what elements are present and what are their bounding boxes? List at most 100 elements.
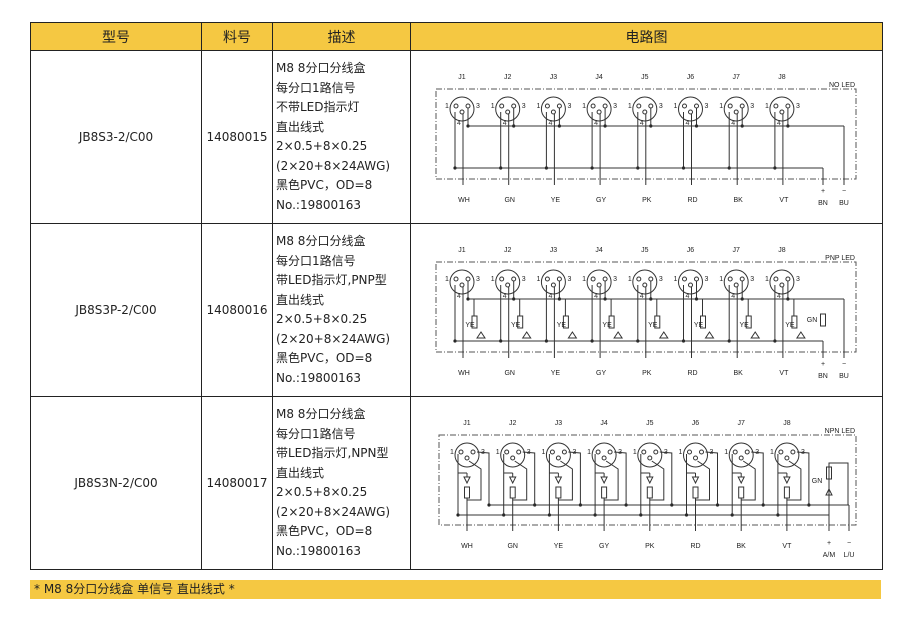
port-label: J1: [458, 247, 466, 254]
description-line: 直出线式: [276, 119, 325, 134]
pin-3-label: 3: [750, 276, 754, 283]
table-row: JB8S3N-2/C00 14080017 M8 8分口分线盒每分口1路信号带L…: [30, 396, 883, 570]
description-line: 黑色PVC，OD=8: [276, 524, 373, 538]
port-label: J4: [595, 247, 603, 254]
connector-icon: [723, 269, 749, 295]
wire-color-label: YE: [551, 197, 561, 204]
pin-4-label: 4: [548, 293, 552, 300]
led-label: YE: [740, 322, 750, 329]
pin-3-label: 3: [659, 103, 663, 110]
description-line: (2×20+8×24AWG): [276, 331, 391, 346]
connector-icon: [678, 96, 703, 122]
pin-3-label: 3: [567, 103, 571, 110]
connector-icon: [591, 442, 617, 468]
led-icon: [554, 476, 563, 485]
pin-1-label: 1: [719, 103, 723, 110]
description-line: (2×20+8×24AWG): [276, 158, 391, 173]
pin-1-label: 1: [674, 103, 678, 110]
port-label: J1: [458, 74, 466, 81]
port-label: J6: [692, 420, 700, 427]
connector-icon: [500, 442, 526, 468]
diagram-label: PNP LED: [825, 255, 855, 262]
description-line: 直出线式: [276, 292, 325, 307]
power-sign: −: [842, 188, 846, 195]
port-label: J2: [509, 420, 517, 427]
description-line: (2×20+8×24AWG): [276, 504, 391, 519]
description-line: 每分口1路信号: [276, 426, 356, 441]
pin-1-label: 1: [587, 449, 591, 456]
power-wire-label: BN: [818, 373, 828, 380]
power-wire-label: L/U: [844, 552, 855, 559]
power-sign: −: [847, 540, 851, 547]
pin-1-label: 1: [674, 276, 678, 283]
pin-1-label: 1: [765, 276, 769, 283]
description-line: M8 8分口分线盒: [276, 234, 366, 248]
port-label: J5: [641, 74, 649, 81]
connector-icon: [586, 269, 612, 295]
power-sign: −: [842, 361, 846, 368]
wire-color-label: PK: [645, 543, 655, 550]
pin-1-label: 1: [445, 276, 449, 283]
wire-color-label: RD: [687, 370, 697, 377]
led-label: YE: [602, 322, 612, 329]
connector-icon: [540, 96, 566, 122]
power-wire-label: A/M: [823, 552, 836, 559]
pin-4-label: 4: [548, 120, 552, 127]
table-row: JB8S3-2/C00 14080015 M8 8分口分线盒每分口1路信号不带L…: [30, 50, 883, 224]
led-icon: [783, 476, 791, 485]
pin-3-label: 3: [705, 276, 709, 283]
description-line: 每分口1路信号: [276, 253, 356, 268]
wire-color-label: GN: [507, 543, 518, 550]
description-line: 带LED指示灯,NPN型: [276, 446, 389, 460]
wire-color-label: YE: [554, 543, 564, 550]
pin-1-label: 1: [445, 103, 449, 110]
connector-icon: [769, 96, 795, 122]
diagram-label: NPN LED: [825, 428, 855, 435]
pin-4-label: 4: [777, 293, 781, 300]
led-icon: [600, 476, 608, 485]
connector-icon: [586, 96, 612, 122]
wire-color-label: WH: [461, 543, 473, 550]
header-part-no: 料号: [201, 22, 273, 51]
pin-3-label: 3: [522, 103, 526, 110]
pin-1-label: 1: [724, 449, 728, 456]
led-icon: [645, 476, 654, 485]
power-sign: +: [821, 361, 825, 368]
description-line: 黑色PVC，OD=8: [276, 351, 373, 365]
description-line: No.:19800163: [276, 197, 362, 212]
wire-color-label: WH: [458, 197, 470, 204]
power-wire-label: BN: [818, 200, 828, 207]
enclosure-border: [438, 434, 857, 526]
pin-4-label: 4: [731, 293, 735, 300]
pin-3-label: 3: [705, 103, 709, 110]
description-line: M8 8分口分线盒: [276, 407, 366, 421]
connector-icon: [632, 269, 658, 295]
port-label: J8: [783, 420, 791, 427]
connector-icon: [723, 96, 749, 122]
connector-icon: [545, 442, 571, 468]
port-label: J3: [550, 247, 558, 254]
pin-1-label: 1: [536, 103, 540, 110]
led-label: YE: [557, 322, 567, 329]
wire-color-label: GN: [504, 370, 515, 377]
product-table: 型号 料号 描述 电路图 JB8S3-2/C00 14080015 M8 8分口…: [30, 22, 883, 570]
header-description: 描述: [272, 22, 411, 51]
pin-3-label: 3: [796, 276, 800, 283]
wire-color-label: RD: [687, 197, 697, 204]
wire-color-label: GY: [599, 543, 609, 550]
model-cell: JB8S3-2/C00: [30, 50, 202, 224]
pin-1-label: 1: [582, 103, 586, 110]
